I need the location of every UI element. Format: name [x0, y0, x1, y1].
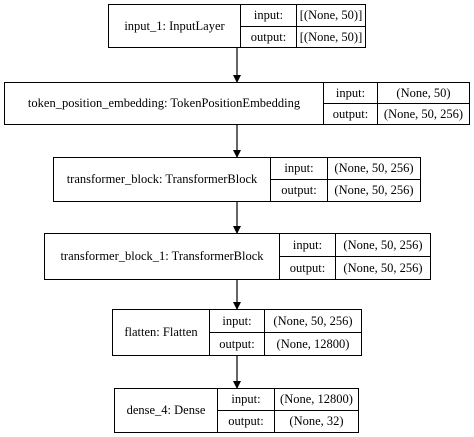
input-shape: (None, 50, 256) — [334, 161, 414, 176]
output-row: output: [(None, 50)] — [241, 25, 365, 47]
input-label: input: — [280, 234, 336, 256]
node-ports: input: (None, 50, 256) output: (None, 50… — [271, 158, 420, 201]
input-row: input: (None, 12800) — [218, 389, 358, 410]
input-shape: (None, 50) — [396, 85, 451, 100]
node-name: flatten: Flatten — [113, 310, 210, 355]
input-label: input: — [210, 310, 265, 332]
output-label: output: — [210, 333, 265, 355]
output-row: output: (None, 12800) — [210, 332, 361, 355]
node-name: transformer_block: TransformerBlock — [54, 158, 271, 201]
node-transformer-block-1: transformer_block_1: TransformerBlock in… — [44, 233, 431, 280]
output-row: output: (None, 50, 256) — [271, 179, 420, 201]
node-transformer-block: transformer_block: TransformerBlock inpu… — [53, 157, 421, 202]
output-row: output: (None, 50, 256) — [280, 256, 430, 279]
input-row: input: (None, 50, 256) — [210, 310, 361, 332]
output-row: output: (None, 50, 256) — [324, 103, 469, 124]
input-row: input: (None, 50, 256) — [271, 158, 420, 179]
output-row: output: (None, 32) — [218, 410, 358, 432]
output-shape: (None, 32) — [289, 414, 344, 429]
input-shape: [(None, 50)] — [299, 8, 363, 22]
node-name: token_position_embedding: TokenPositionE… — [5, 83, 324, 124]
input-label: input: — [324, 83, 378, 103]
input-shape: (None, 50, 256) — [273, 313, 353, 328]
node-ports: input: (None, 12800) output: (None, 32) — [218, 389, 358, 432]
output-label: output: — [280, 257, 336, 279]
input-row: input: [(None, 50)] — [241, 5, 365, 26]
output-label: output: — [324, 104, 378, 124]
output-shape: (None, 50, 256) — [383, 106, 464, 121]
node-ports: input: (None, 50, 256) output: (None, 12… — [210, 310, 361, 355]
node-name: dense_4: Dense — [115, 389, 218, 432]
node-ports: input: (None, 50) output: (None, 50, 256… — [324, 83, 469, 124]
node-ports: input: (None, 50, 256) output: (None, 50… — [280, 234, 430, 279]
input-shape: (None, 12800) — [280, 392, 353, 407]
node-ports: input: [(None, 50)] output: [(None, 50)] — [241, 5, 365, 47]
output-label: output: — [218, 411, 275, 432]
output-shape: (None, 50, 256) — [334, 183, 414, 198]
node-input-layer: input_1: InputLayer input: [(None, 50)] … — [108, 4, 366, 48]
output-label: output: — [271, 180, 328, 201]
output-shape: [(None, 50)] — [299, 29, 363, 44]
node-dense: dense_4: Dense input: (None, 12800) outp… — [114, 388, 359, 433]
node-flatten: flatten: Flatten input: (None, 50, 256) … — [112, 309, 362, 356]
input-label: input: — [241, 5, 297, 26]
input-shape: (None, 50, 256) — [343, 237, 423, 252]
node-name: transformer_block_1: TransformerBlock — [45, 234, 280, 279]
output-label: output: — [241, 26, 297, 47]
node-token-position-embedding: token_position_embedding: TokenPositionE… — [4, 82, 470, 125]
input-label: input: — [271, 158, 328, 179]
output-shape: (None, 50, 256) — [343, 260, 423, 275]
input-row: input: (None, 50, 256) — [280, 234, 430, 256]
node-name: input_1: InputLayer — [109, 5, 241, 47]
input-label: input: — [218, 389, 275, 410]
output-shape: (None, 12800) — [276, 336, 350, 351]
input-row: input: (None, 50) — [324, 83, 469, 103]
